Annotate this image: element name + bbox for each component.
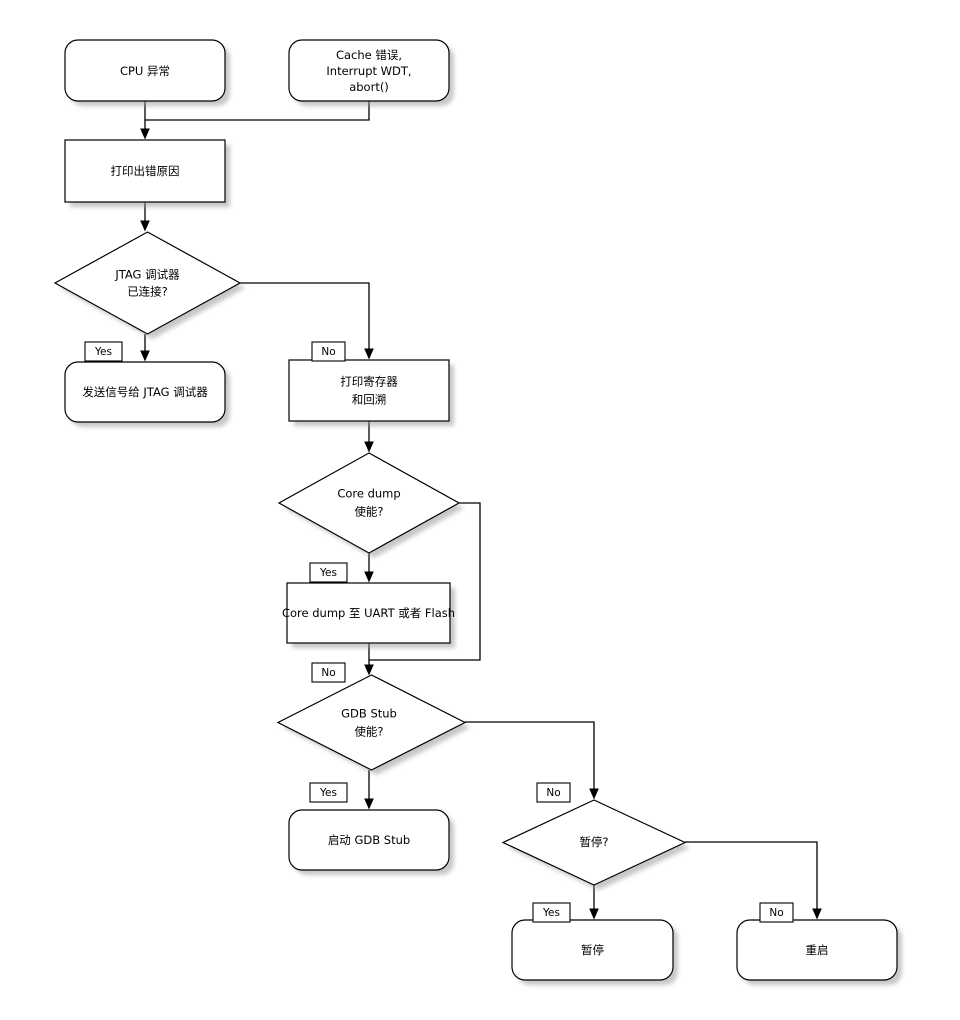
node-label-line1: Core dump [337,487,400,501]
node-cache-error[interactable]: Cache 错误, Interrupt WDT, abort() [288,39,454,106]
rounded-rect-shape [64,39,226,102]
rounded-rect-shape [288,809,450,871]
node-label-line1: 打印寄存器 [340,375,398,389]
edge-label-box [536,782,571,803]
rect-shape [288,359,450,422]
edge-labels-layer: Yes No Yes No Yes No [84,341,794,923]
node-label-line2: 使能? [354,725,383,739]
edge-label-text: No [321,346,335,358]
edge-label-box [532,902,571,923]
node-label: 打印出错原因 [111,164,180,178]
edge-label-halt-yes: Yes [532,902,571,923]
edge-label-gdbstub-yes: Yes [309,782,348,803]
node-jtag-connected[interactable]: JTAG 调试器 已连接? [53,231,245,339]
edge-halt-no [685,841,822,920]
edge-label-box [759,902,794,923]
edge-jtag-no [240,282,374,360]
node-coredump-uart-flash[interactable]: Core dump 至 UART 或者 Flash [282,582,455,648]
node-start-gdbstub[interactable]: 启动 GDB Stub [288,809,454,875]
node-label-line3: abort() [349,80,389,94]
node-label: 暂停? [579,835,608,849]
edge-label-text: No [321,667,335,679]
node-label-line2: 和回溯 [352,393,387,407]
node-label: 发送信号给 JTAG 调试器 [82,385,208,399]
edge-label-halt-no: No [759,902,794,923]
node-label-line1: Cache 错误, [336,48,402,62]
edge-label-coredump-yes: Yes [309,562,348,583]
edge-label-box [311,341,346,362]
edge-label-text: No [769,907,783,919]
node-halt[interactable]: 暂停 [511,919,678,985]
node-label: Core dump 至 UART 或者 Flash [282,606,455,620]
diamond-shape [276,674,467,771]
edge-label-box [84,341,123,362]
edge-label-box [311,662,346,683]
rounded-rect-shape [288,39,450,102]
edge-label-text: Yes [542,907,560,919]
node-coredump-enabled[interactable]: Core dump 使能? [277,452,464,558]
node-signal-jtag[interactable]: 发送信号给 JTAG 调试器 [64,361,230,427]
rect-shape [286,582,451,644]
node-label-line2: 使能? [354,505,383,519]
edge-gdbstub-no [465,721,599,800]
node-label: 启动 GDB Stub [328,833,410,847]
node-print-registers[interactable]: 打印寄存器 和回溯 [288,359,454,426]
edge-label-jtag-yes: Yes [84,341,123,362]
node-print-error-cause[interactable]: 打印出错原因 [64,139,230,207]
rounded-rect-shape [64,361,226,423]
edge-label-gdbstub-no: No [536,782,571,803]
node-label: 暂停 [581,943,604,957]
edge-label-text: Yes [319,567,337,579]
node-cpu-exception[interactable]: CPU 异常 [64,39,230,106]
node-label-line1: GDB Stub [341,707,397,721]
edge-cache-to-print [145,101,370,121]
node-halt-decision[interactable]: 暂停? [501,799,690,890]
rounded-rect-shape [511,919,674,981]
node-label-line1: JTAG 调试器 [114,268,180,282]
diamond-shape [53,231,242,335]
node-label: CPU 异常 [120,64,170,78]
edge-label-coredump-no: No [311,662,346,683]
node-gdbstub-enabled[interactable]: GDB Stub 使能? [276,674,470,775]
nodes-layer: CPU 异常 Cache 错误, Interrupt WDT, abort() … [53,39,902,985]
diamond-shape [277,452,461,554]
edge-label-text: Yes [94,346,112,358]
edge-label-box [309,782,348,803]
edge-label-text: No [546,787,560,799]
edge-label-box [309,562,348,583]
edge-label-text: Yes [319,787,337,799]
node-label-line2: 已连接? [127,285,168,299]
edge-coredump-no [369,502,481,661]
rounded-rect-shape [736,919,898,981]
node-label-line2: Interrupt WDT, [326,64,411,78]
diamond-shape [501,799,687,886]
rect-shape [64,139,226,203]
node-reboot[interactable]: 重启 [736,919,902,985]
node-label: 重启 [806,943,829,957]
edges-layer [140,101,822,920]
edge-label-jtag-no: No [311,341,346,362]
